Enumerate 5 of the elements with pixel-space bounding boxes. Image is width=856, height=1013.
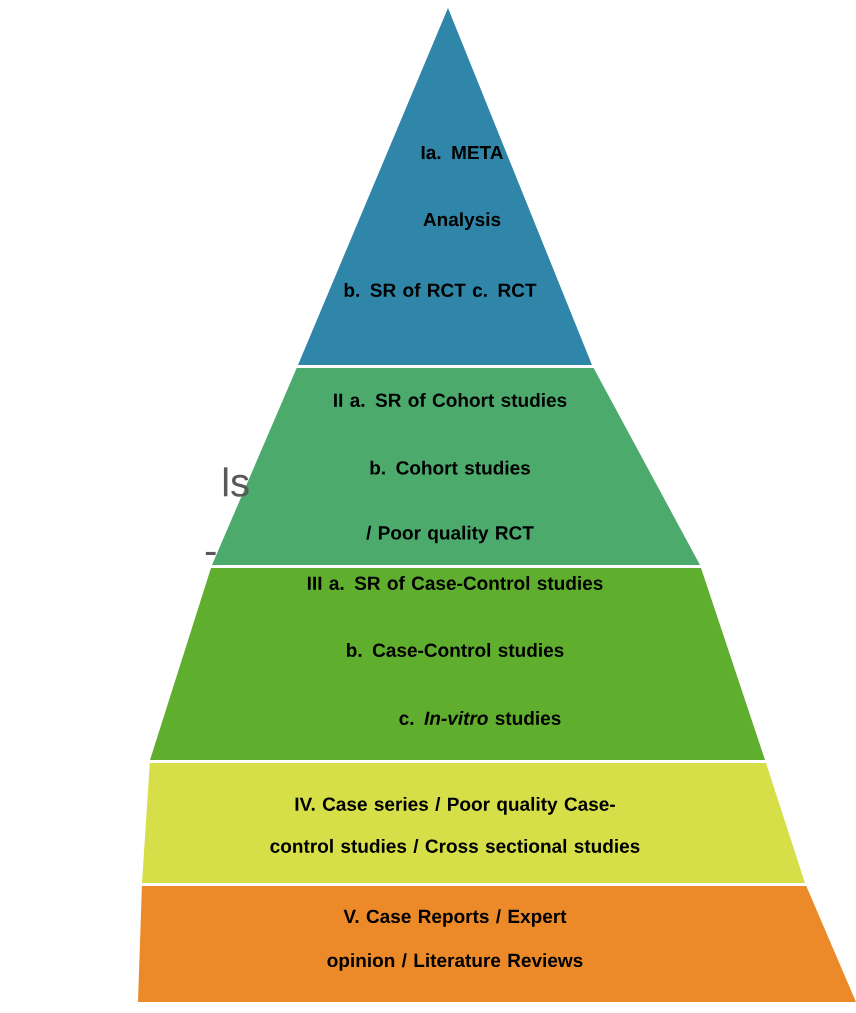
pyramid-tier: V. Case Reports / Expert opinion / Literature Reviews: [138, 886, 856, 1002]
slide-text: ls: [223, 467, 249, 497]
pyramid-tier: Ia. META Analysis b. SR of RCT c. RCT: [298, 8, 592, 365]
pyramid-tier: IV. Case series / Poor quality Case-control studies / Cross sectional studies: [142, 763, 805, 883]
pyramid-tier: III a. SR of Case-Control studies b. Case-Control studies c. In-vitro studies: [150, 568, 765, 760]
